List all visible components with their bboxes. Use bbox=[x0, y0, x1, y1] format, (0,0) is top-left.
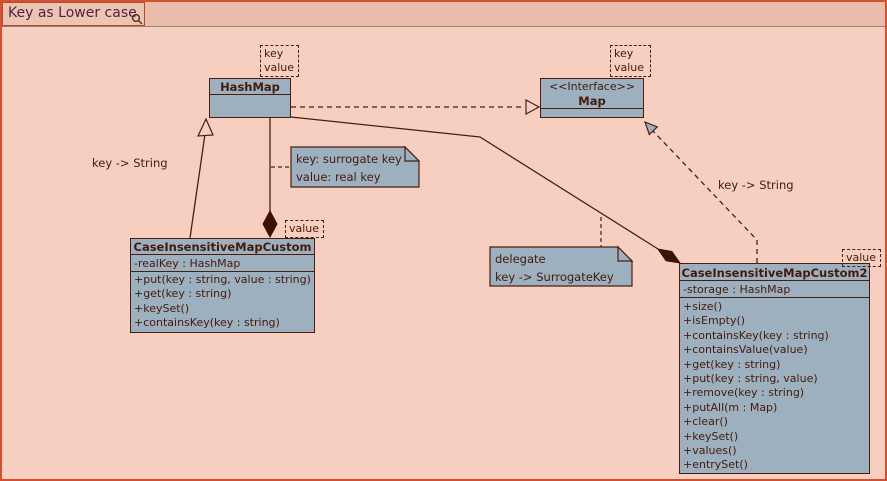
class-hashmap[interactable]: HashMap bbox=[209, 78, 291, 118]
edge-label-key-string-left: key -> String bbox=[92, 156, 168, 170]
note-surrogate-key-text: key: surrogate key value: real key bbox=[296, 152, 402, 184]
class-name: Map bbox=[578, 94, 606, 108]
method: +keySet() bbox=[134, 301, 190, 315]
note-delegate-text: delegate key -> SurrogateKey bbox=[495, 252, 614, 284]
edge-label-key-string-right: key -> String bbox=[718, 178, 794, 192]
note-surrogate-key-shape[interactable] bbox=[290, 145, 421, 188]
diagram-tab[interactable]: Key as Lower case bbox=[2, 2, 145, 26]
generalization-custom1-hashmap[interactable] bbox=[189, 117, 214, 239]
methods-compartment: +put(key : string, value : string) +get(… bbox=[131, 271, 314, 331]
diagram-tab-bar: Key as Lower case bbox=[0, 0, 887, 27]
hollow-triangle-arrowhead bbox=[525, 98, 541, 116]
class-custom2[interactable]: CaseInsensitiveMapCustom2 -storage : Has… bbox=[679, 263, 870, 474]
filled-diamond bbox=[262, 209, 278, 239]
attribute: -storage : HashMap bbox=[683, 283, 791, 296]
template-param-map[interactable]: key value bbox=[610, 45, 651, 77]
composition-custom2-hashmap[interactable] bbox=[290, 116, 682, 264]
method: +get(key : string) bbox=[134, 287, 232, 301]
class-name: HashMap bbox=[220, 80, 280, 94]
hollow-triangle-arrowhead bbox=[197, 117, 214, 137]
method: +remove(key : string) bbox=[683, 386, 805, 400]
method: +containsValue(value) bbox=[683, 343, 808, 357]
template-param-value: value bbox=[614, 61, 645, 74]
method: +get(key : string) bbox=[683, 357, 781, 371]
template-param-key: key bbox=[614, 47, 634, 60]
template-param-hashmap[interactable]: key value bbox=[260, 45, 299, 77]
method: +keySet() bbox=[683, 429, 739, 443]
class-name: CaseInsensitiveMapCustom2 bbox=[681, 266, 868, 280]
class-map[interactable]: <<Interface>> Map bbox=[540, 78, 644, 118]
method: +putAll(m : Map) bbox=[683, 400, 778, 414]
diagram-title: Key as Lower case bbox=[8, 5, 137, 21]
realization-hashmap-map[interactable] bbox=[291, 98, 541, 116]
method: +put(key : string, value) bbox=[683, 372, 818, 386]
template-param-value: value bbox=[264, 61, 295, 74]
method: +clear() bbox=[683, 415, 728, 429]
empty-compartment bbox=[210, 94, 290, 118]
method: +isEmpty() bbox=[683, 314, 746, 328]
method: +size() bbox=[683, 300, 723, 313]
note-fold bbox=[617, 245, 634, 262]
empty-compartment bbox=[541, 108, 643, 119]
magnifier-icon[interactable] bbox=[131, 13, 144, 26]
method: +put(key : string, value : string) bbox=[134, 273, 311, 286]
note-fold bbox=[404, 145, 421, 162]
binding-label-value-custom1[interactable]: value bbox=[285, 220, 324, 238]
methods-compartment: +size() +isEmpty() +containsKey(key : st… bbox=[680, 297, 869, 473]
method: +containsKey(key : string) bbox=[683, 328, 829, 342]
binding-label-value-custom2[interactable]: value bbox=[842, 249, 881, 267]
filled-diamond bbox=[656, 248, 682, 264]
composition-custom1-hashmap[interactable] bbox=[262, 118, 278, 239]
gray-triangle-arrowhead bbox=[644, 120, 659, 136]
method: +values() bbox=[683, 444, 737, 458]
class-custom1[interactable]: CaseInsensitiveMapCustom -realKey : Hash… bbox=[130, 238, 315, 333]
note-delegate-shape[interactable] bbox=[489, 245, 634, 287]
class-name: CaseInsensitiveMapCustom bbox=[133, 240, 312, 254]
realization-custom2-map[interactable] bbox=[644, 120, 758, 263]
attributes-compartment: -realKey : HashMap bbox=[131, 254, 314, 271]
template-param-key: key bbox=[264, 47, 284, 60]
method: +containsKey(key : string) bbox=[134, 316, 280, 330]
attributes-compartment: -storage : HashMap bbox=[680, 280, 869, 297]
method: +entrySet() bbox=[683, 458, 748, 472]
attribute: -realKey : HashMap bbox=[134, 257, 241, 270]
stereotype: <<Interface>> bbox=[548, 80, 636, 93]
